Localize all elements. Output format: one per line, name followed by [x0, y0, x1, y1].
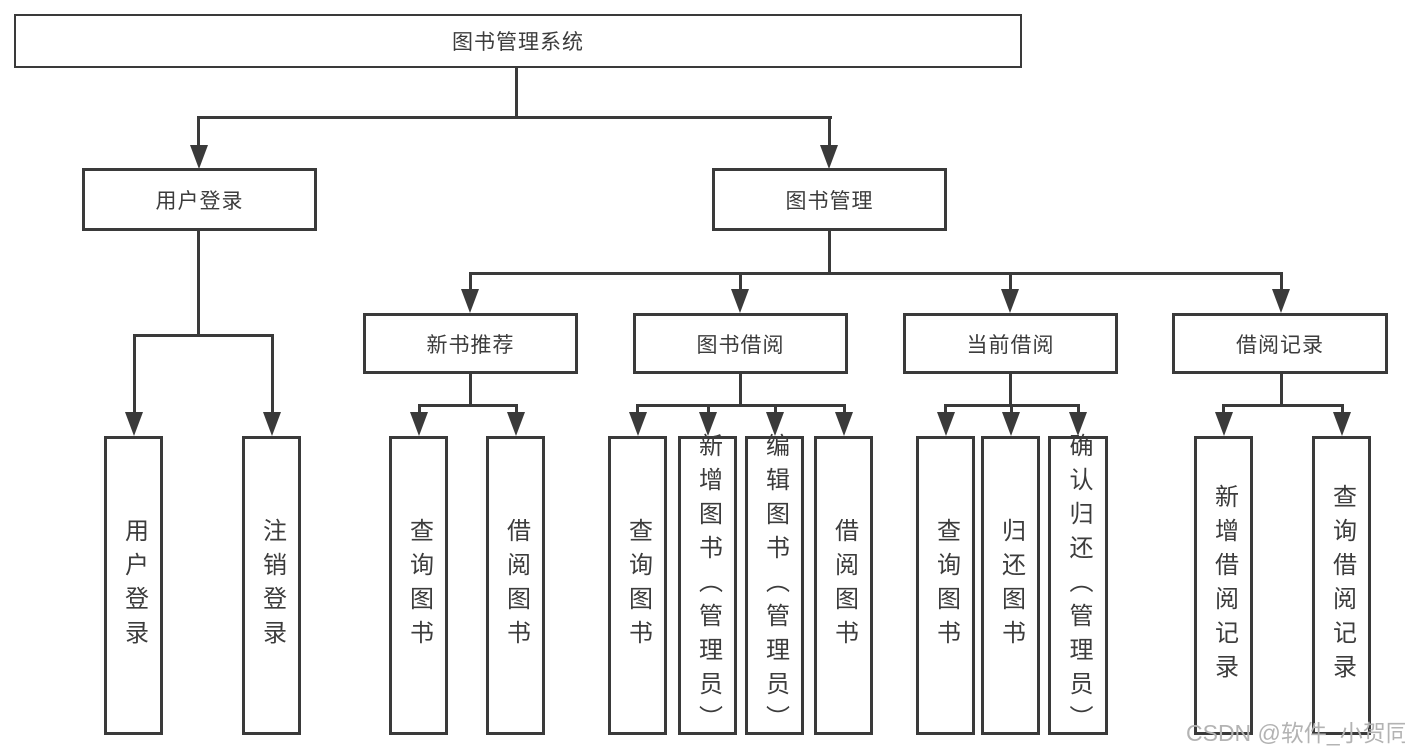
connector-line [469, 374, 472, 407]
connector-line [828, 231, 831, 275]
node-book-management: 图书管理 [712, 168, 947, 231]
node-label: 新增图书（管理员） [694, 432, 722, 739]
leaf-borrow-books-recommend: 借阅图书 [486, 436, 545, 735]
arrowhead-down-icon [1333, 412, 1351, 436]
connector-line [1010, 404, 1013, 416]
arrowhead-down-icon [263, 412, 281, 436]
node-book-management-system: 图书管理系统 [14, 14, 1022, 68]
node-label: 图书借阅 [696, 333, 785, 357]
connector-line [133, 334, 136, 416]
arrowhead-down-icon [125, 412, 143, 436]
node-borrowing-records: 借阅记录 [1172, 313, 1388, 374]
connector-line [515, 404, 518, 416]
node-label: 新增借阅记录 [1210, 483, 1238, 688]
arrowhead-down-icon [835, 412, 853, 436]
node-label: 借阅图书 [502, 517, 530, 654]
node-user-login: 用户登录 [82, 168, 317, 231]
connector-line [197, 116, 832, 119]
connector-line [843, 404, 846, 416]
connector-line [1280, 272, 1283, 292]
node-label: 用户登录 [155, 189, 244, 213]
arrowhead-down-icon [731, 289, 749, 313]
node-label: 新书推荐 [426, 333, 515, 357]
arrowhead-down-icon [507, 412, 525, 436]
connector-line [418, 404, 518, 407]
connector-line [636, 404, 846, 407]
leaf-borrow-books: 借阅图书 [814, 436, 873, 735]
arrowhead-down-icon [766, 412, 784, 436]
connector-line [197, 116, 200, 148]
arrowhead-down-icon [820, 145, 838, 169]
connector-line [1009, 374, 1012, 407]
connector-line [1280, 374, 1283, 407]
leaf-query-books-recommend: 查询图书 [389, 436, 448, 735]
leaf-query-books-current: 查询图书 [916, 436, 975, 735]
connector-line [774, 404, 777, 416]
arrowhead-down-icon [937, 412, 955, 436]
leaf-logout: 注销登录 [242, 436, 301, 735]
arrowhead-down-icon [1069, 412, 1087, 436]
leaf-edit-books-admin: 编辑图书（管理员） [745, 433, 804, 739]
node-label: 借阅记录 [1236, 333, 1324, 357]
leaf-return-books: 归还图书 [981, 436, 1040, 735]
leaf-query-borrow-record: 查询借阅记录 [1312, 436, 1371, 735]
connector-line [469, 272, 1283, 275]
node-label: 确认归还（管理员） [1065, 432, 1092, 739]
node-label: 当前借阅 [966, 333, 1055, 357]
node-label: 编辑图书（管理员） [761, 432, 789, 739]
connector-line [133, 334, 274, 337]
connector-line [418, 404, 421, 416]
node-current-borrowing: 当前借阅 [903, 313, 1118, 374]
connector-line [739, 374, 742, 407]
connector-line [515, 68, 518, 118]
arrowhead-down-icon [410, 412, 428, 436]
arrowhead-down-icon [1215, 412, 1233, 436]
node-label: 借阅图书 [830, 517, 858, 654]
arrowhead-down-icon [1272, 289, 1290, 313]
node-label: 图书管理系统 [452, 31, 584, 54]
connector-line [1341, 404, 1344, 416]
arrowhead-down-icon [1001, 289, 1019, 313]
leaf-add-books-admin: 新增图书（管理员） [678, 433, 737, 739]
node-label: 图书管理 [785, 189, 874, 213]
connector-line [271, 334, 274, 416]
node-label: 查询图书 [932, 517, 960, 654]
node-book-borrowing: 图书借阅 [633, 313, 848, 374]
leaf-query-books-borrow: 查询图书 [608, 436, 667, 735]
arrowhead-down-icon [190, 145, 208, 169]
connector-line [1222, 404, 1344, 407]
connector-line [636, 404, 639, 416]
connector-line [739, 272, 742, 292]
node-label: 注销登录 [258, 517, 286, 654]
connector-line [1009, 272, 1012, 292]
connector-line [1077, 404, 1080, 416]
arrowhead-down-icon [629, 412, 647, 436]
node-label: 归还图书 [997, 517, 1025, 654]
node-label: 查询图书 [405, 517, 433, 654]
node-label: 用户登录 [120, 517, 148, 654]
connector-line [1222, 404, 1225, 416]
node-new-book-recommend: 新书推荐 [363, 313, 578, 374]
arrowhead-down-icon [461, 289, 479, 313]
connector-line [197, 231, 200, 337]
leaf-confirm-return-admin: 确认归还（管理员） [1048, 433, 1108, 739]
node-label: 查询图书 [624, 517, 652, 654]
connector-line [828, 116, 831, 148]
connector-line [469, 272, 472, 292]
arrowhead-down-icon [699, 412, 717, 436]
leaf-add-borrow-record: 新增借阅记录 [1194, 436, 1253, 735]
connector-line [944, 404, 947, 416]
leaf-user-login: 用户登录 [104, 436, 163, 735]
arrowhead-down-icon [1002, 412, 1020, 436]
node-label: 查询借阅记录 [1328, 483, 1356, 688]
watermark-text: CSDN @软件_小贺同学 [1186, 720, 1405, 746]
connector-line [707, 404, 710, 416]
